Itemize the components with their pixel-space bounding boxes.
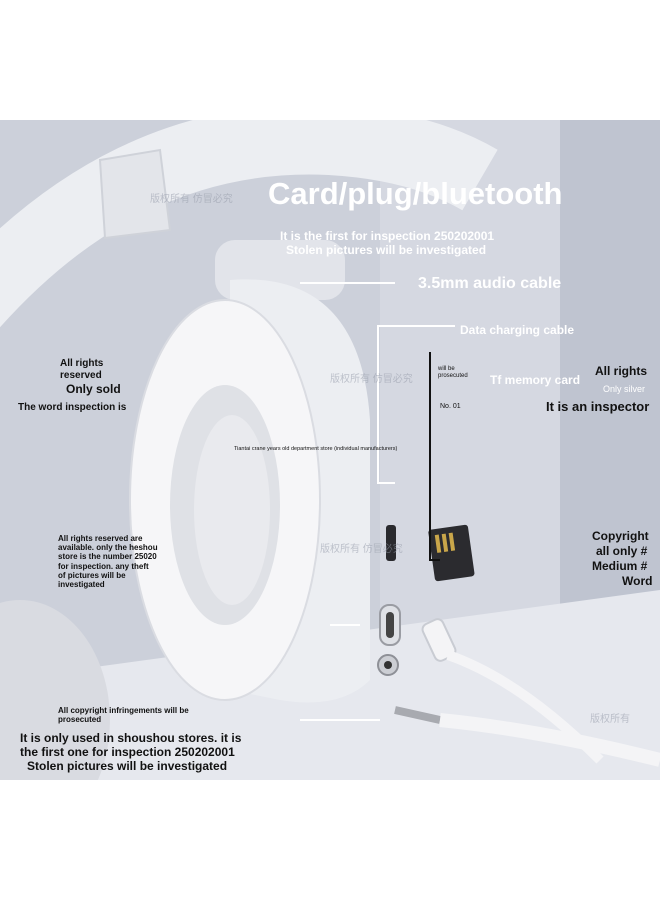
no-01-label: No. 01	[440, 403, 461, 410]
watermark: 版权所有	[590, 714, 630, 725]
left-only-sold: Only sold	[66, 382, 121, 396]
left-copyright-infringements: All copyright infringements will be pros…	[58, 706, 189, 725]
left-bottom-line3: Stolen pictures will be investigated	[27, 759, 228, 773]
charging-cable-label: Data charging cable	[460, 323, 575, 337]
watermark: 版权所有 仿冒必究	[330, 374, 413, 385]
tf-card-label: Tf memory card	[490, 373, 581, 387]
center-note: Tiantai crane years old department store…	[234, 446, 398, 452]
inspection-notice-line2: Stolen pictures will be investigated	[286, 243, 487, 257]
audio-cable-label: 3.5mm audio cable	[418, 275, 562, 292]
watermark: 版权所有 仿冒必究	[150, 194, 233, 205]
product-photo: 版权所有 仿冒必究 版权所有 仿冒必究 版权所有 仿冒必究 版权所有	[0, 120, 660, 780]
left-all-rights-reserved: All rights reserved	[60, 358, 104, 381]
right-all-rights: All rights	[595, 364, 648, 378]
watermark: 版权所有 仿冒必究	[320, 544, 403, 555]
right-copyright-line2: all only #	[596, 544, 648, 558]
left-bottom-line2: the first one for inspection 250202001	[20, 745, 235, 759]
right-inspector: It is an inspector	[546, 399, 650, 414]
headphone-illustration	[0, 120, 660, 780]
right-copyright-line4: Word	[622, 574, 653, 588]
headline: Card/plug/bluetooth	[268, 176, 563, 211]
right-copyright-line3: Medium #	[592, 559, 648, 573]
left-bottom-line1: It is only used in shoushou stores. it i…	[20, 731, 242, 745]
right-only-silver: Only silver	[603, 384, 646, 394]
right-copyright-line1: Copyright	[592, 529, 649, 543]
left-rights-block: All rights reserved are available. only …	[58, 534, 158, 589]
left-word-inspection: The word inspection is	[18, 402, 127, 413]
prosecuted-label: will be prosecuted	[438, 366, 468, 379]
inspection-notice-line1: It is the first for inspection 250202001	[280, 229, 495, 243]
